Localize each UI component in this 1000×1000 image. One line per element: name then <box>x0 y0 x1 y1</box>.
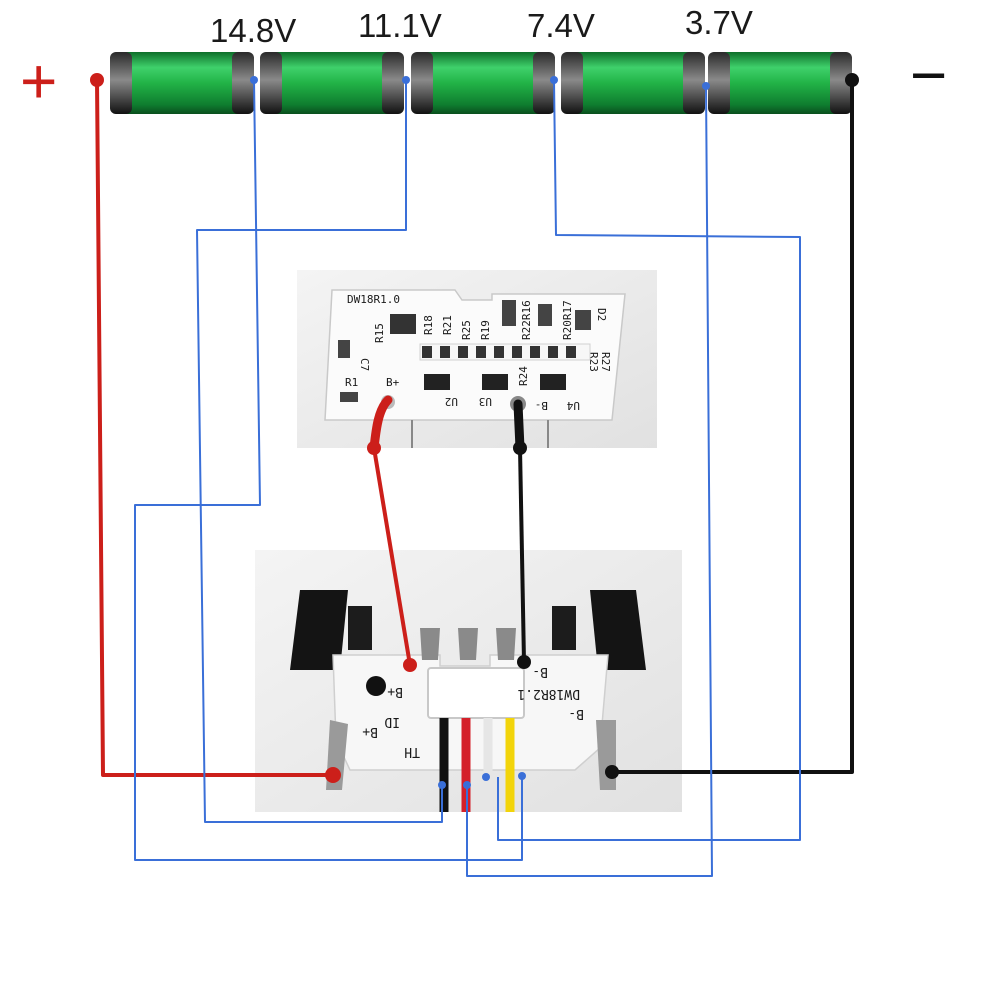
lead-node-4 <box>518 772 526 780</box>
label-r21: R21 <box>441 315 454 335</box>
left-rail <box>290 590 348 670</box>
lead-node-2 <box>463 781 471 789</box>
main-positive-wire <box>95 79 333 777</box>
battery-cell <box>708 52 852 114</box>
label-r1: R1 <box>345 376 358 389</box>
bottom-bplus-node <box>403 658 417 672</box>
lead-node-3 <box>482 773 490 781</box>
plus-symbol: + <box>20 45 57 117</box>
tap-label-14.8v: 14.8V <box>210 12 296 49</box>
top-board-negative-lead <box>513 399 525 453</box>
balance-wire-14.8v <box>134 79 523 861</box>
tap-node-11.1v <box>402 76 410 84</box>
label-b-plus-side: B+ <box>362 724 378 739</box>
balance-wire-7.4v <box>497 79 801 841</box>
label-c7: C7 <box>358 358 371 371</box>
negative-terminal-node <box>605 765 619 779</box>
tap-label-11.1v: 11.1V <box>358 7 442 44</box>
tap-label-7.4v: 7.4V <box>527 7 595 44</box>
blade-terminals <box>420 628 516 660</box>
positive-terminal-node <box>325 767 341 783</box>
label-th: TH <box>404 744 420 759</box>
tap-node-14.8v <box>250 76 258 84</box>
battery-cell <box>561 52 705 114</box>
label-r25: R25 <box>460 320 473 340</box>
label-b-minus-bottom: B- <box>532 664 548 679</box>
right-rail <box>590 590 646 670</box>
top-bminus-node <box>513 441 527 455</box>
balance-wire-11.1v <box>196 80 443 823</box>
label-d2: D2 <box>595 308 608 321</box>
bminus-link-wire <box>518 447 526 663</box>
top-board-title: DW18R1.0 <box>347 293 400 306</box>
mosfet-u2 <box>424 374 450 390</box>
battery-cell <box>260 52 404 114</box>
bottom-bminus-node <box>517 655 531 669</box>
label-r15: R15 <box>373 323 386 343</box>
bplus-link-wire <box>372 447 412 666</box>
pack-positive-node <box>90 73 104 87</box>
label-r27: R27 <box>599 352 612 372</box>
label-b-minus-side: B- <box>568 706 584 721</box>
main-negative-wire <box>612 80 854 774</box>
minus-symbol: − <box>910 39 947 111</box>
thermistor <box>366 676 386 696</box>
mosfet-u3 <box>482 374 508 390</box>
battery-cell <box>411 52 555 114</box>
connector-leads <box>439 718 515 812</box>
lead-node-1 <box>438 781 446 789</box>
label-b-plus-bottom: B+ <box>387 684 403 699</box>
tap-node-7.4v <box>550 76 558 84</box>
label-id: ID <box>384 714 400 729</box>
label-u3: U3 <box>479 395 492 408</box>
pack-negative-node <box>845 73 859 87</box>
mosfet-u4 <box>540 374 566 390</box>
balance-wire-3.7v <box>466 85 713 877</box>
label-r19: R19 <box>479 320 492 340</box>
label-r20r17: R20R17 <box>561 300 574 340</box>
label-r24: R24 <box>517 366 530 386</box>
tap-label-3.7v: 3.7V <box>685 4 753 41</box>
label-u2: U2 <box>445 395 458 408</box>
battery-pack <box>110 52 852 114</box>
label-r18: R18 <box>422 315 435 335</box>
balance-connector <box>427 667 525 719</box>
top-bplus-node <box>367 441 381 455</box>
label-u4: U4 <box>566 399 580 412</box>
top-bms-board: DW18R1.0 R15 C7 R1 B+ R18 R21 R25 R19 R2… <box>297 270 657 453</box>
label-r22r16: R22R16 <box>520 300 533 340</box>
tap-node-3.7v <box>702 82 710 90</box>
label-b-plus-top: B+ <box>386 376 400 389</box>
battery-cell <box>110 52 254 114</box>
label-b-minus-top: B- <box>535 399 548 412</box>
label-model: DW18R2.1 <box>517 686 580 701</box>
